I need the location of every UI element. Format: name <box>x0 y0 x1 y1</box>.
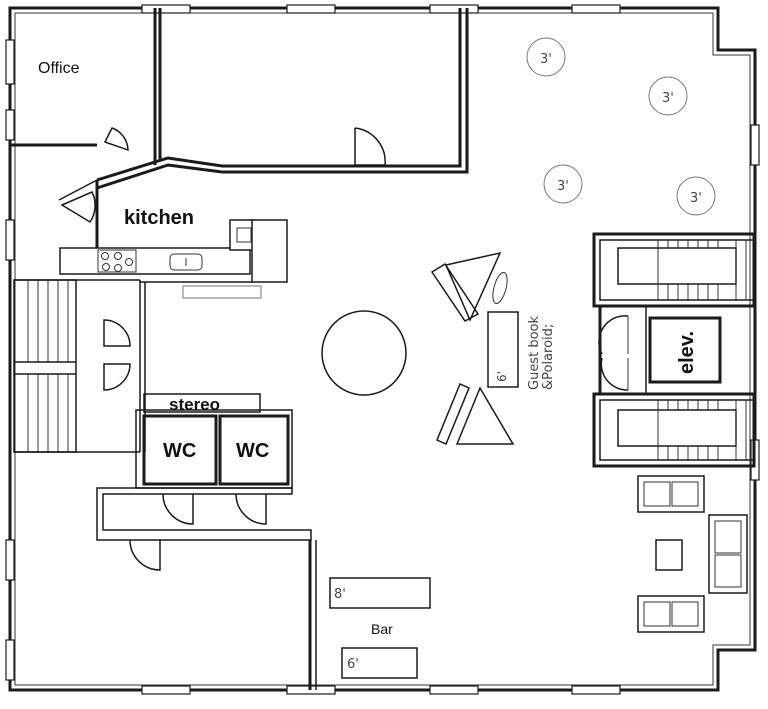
furniture <box>321 251 748 679</box>
outer-walls <box>8 6 757 692</box>
right-stairs <box>592 232 756 468</box>
wc-block <box>96 393 317 690</box>
room-label-wc-right: WC <box>236 440 269 462</box>
room-label-stereo: stereo <box>169 395 220 414</box>
round-table-center <box>321 310 407 396</box>
office-walls <box>10 8 469 248</box>
room-label-bar: Bar <box>371 621 393 637</box>
round-tables <box>526 37 716 216</box>
table-size-bar-lower: 6' <box>347 657 359 672</box>
kitchen-block <box>59 219 288 299</box>
bar-table-upper <box>329 577 431 609</box>
room-label-wc-left: WC <box>163 440 196 462</box>
polaroid-label: &Polaroid; <box>541 324 556 390</box>
round-table-4 <box>676 176 716 216</box>
guest-table <box>487 311 519 388</box>
room-label-office: Office <box>38 60 80 77</box>
round-table-1 <box>526 37 566 77</box>
doors-top <box>60 127 386 224</box>
table-size-2: 3' <box>662 91 674 106</box>
table-size-4: 3' <box>690 191 702 206</box>
guest-book-label: Guest book <box>527 316 542 390</box>
table-size-bar-upper: 8' <box>334 587 346 602</box>
bar-table-lower <box>341 647 418 679</box>
room-label-kitchen: kitchen <box>124 207 194 229</box>
round-table-2 <box>648 76 688 116</box>
table-size-3: 3' <box>557 179 569 194</box>
round-table-3 <box>543 164 583 204</box>
room-label-elevator: elev. <box>676 331 698 374</box>
table-size-guest: 6' <box>495 371 509 382</box>
table-size-1: 3' <box>540 52 552 67</box>
